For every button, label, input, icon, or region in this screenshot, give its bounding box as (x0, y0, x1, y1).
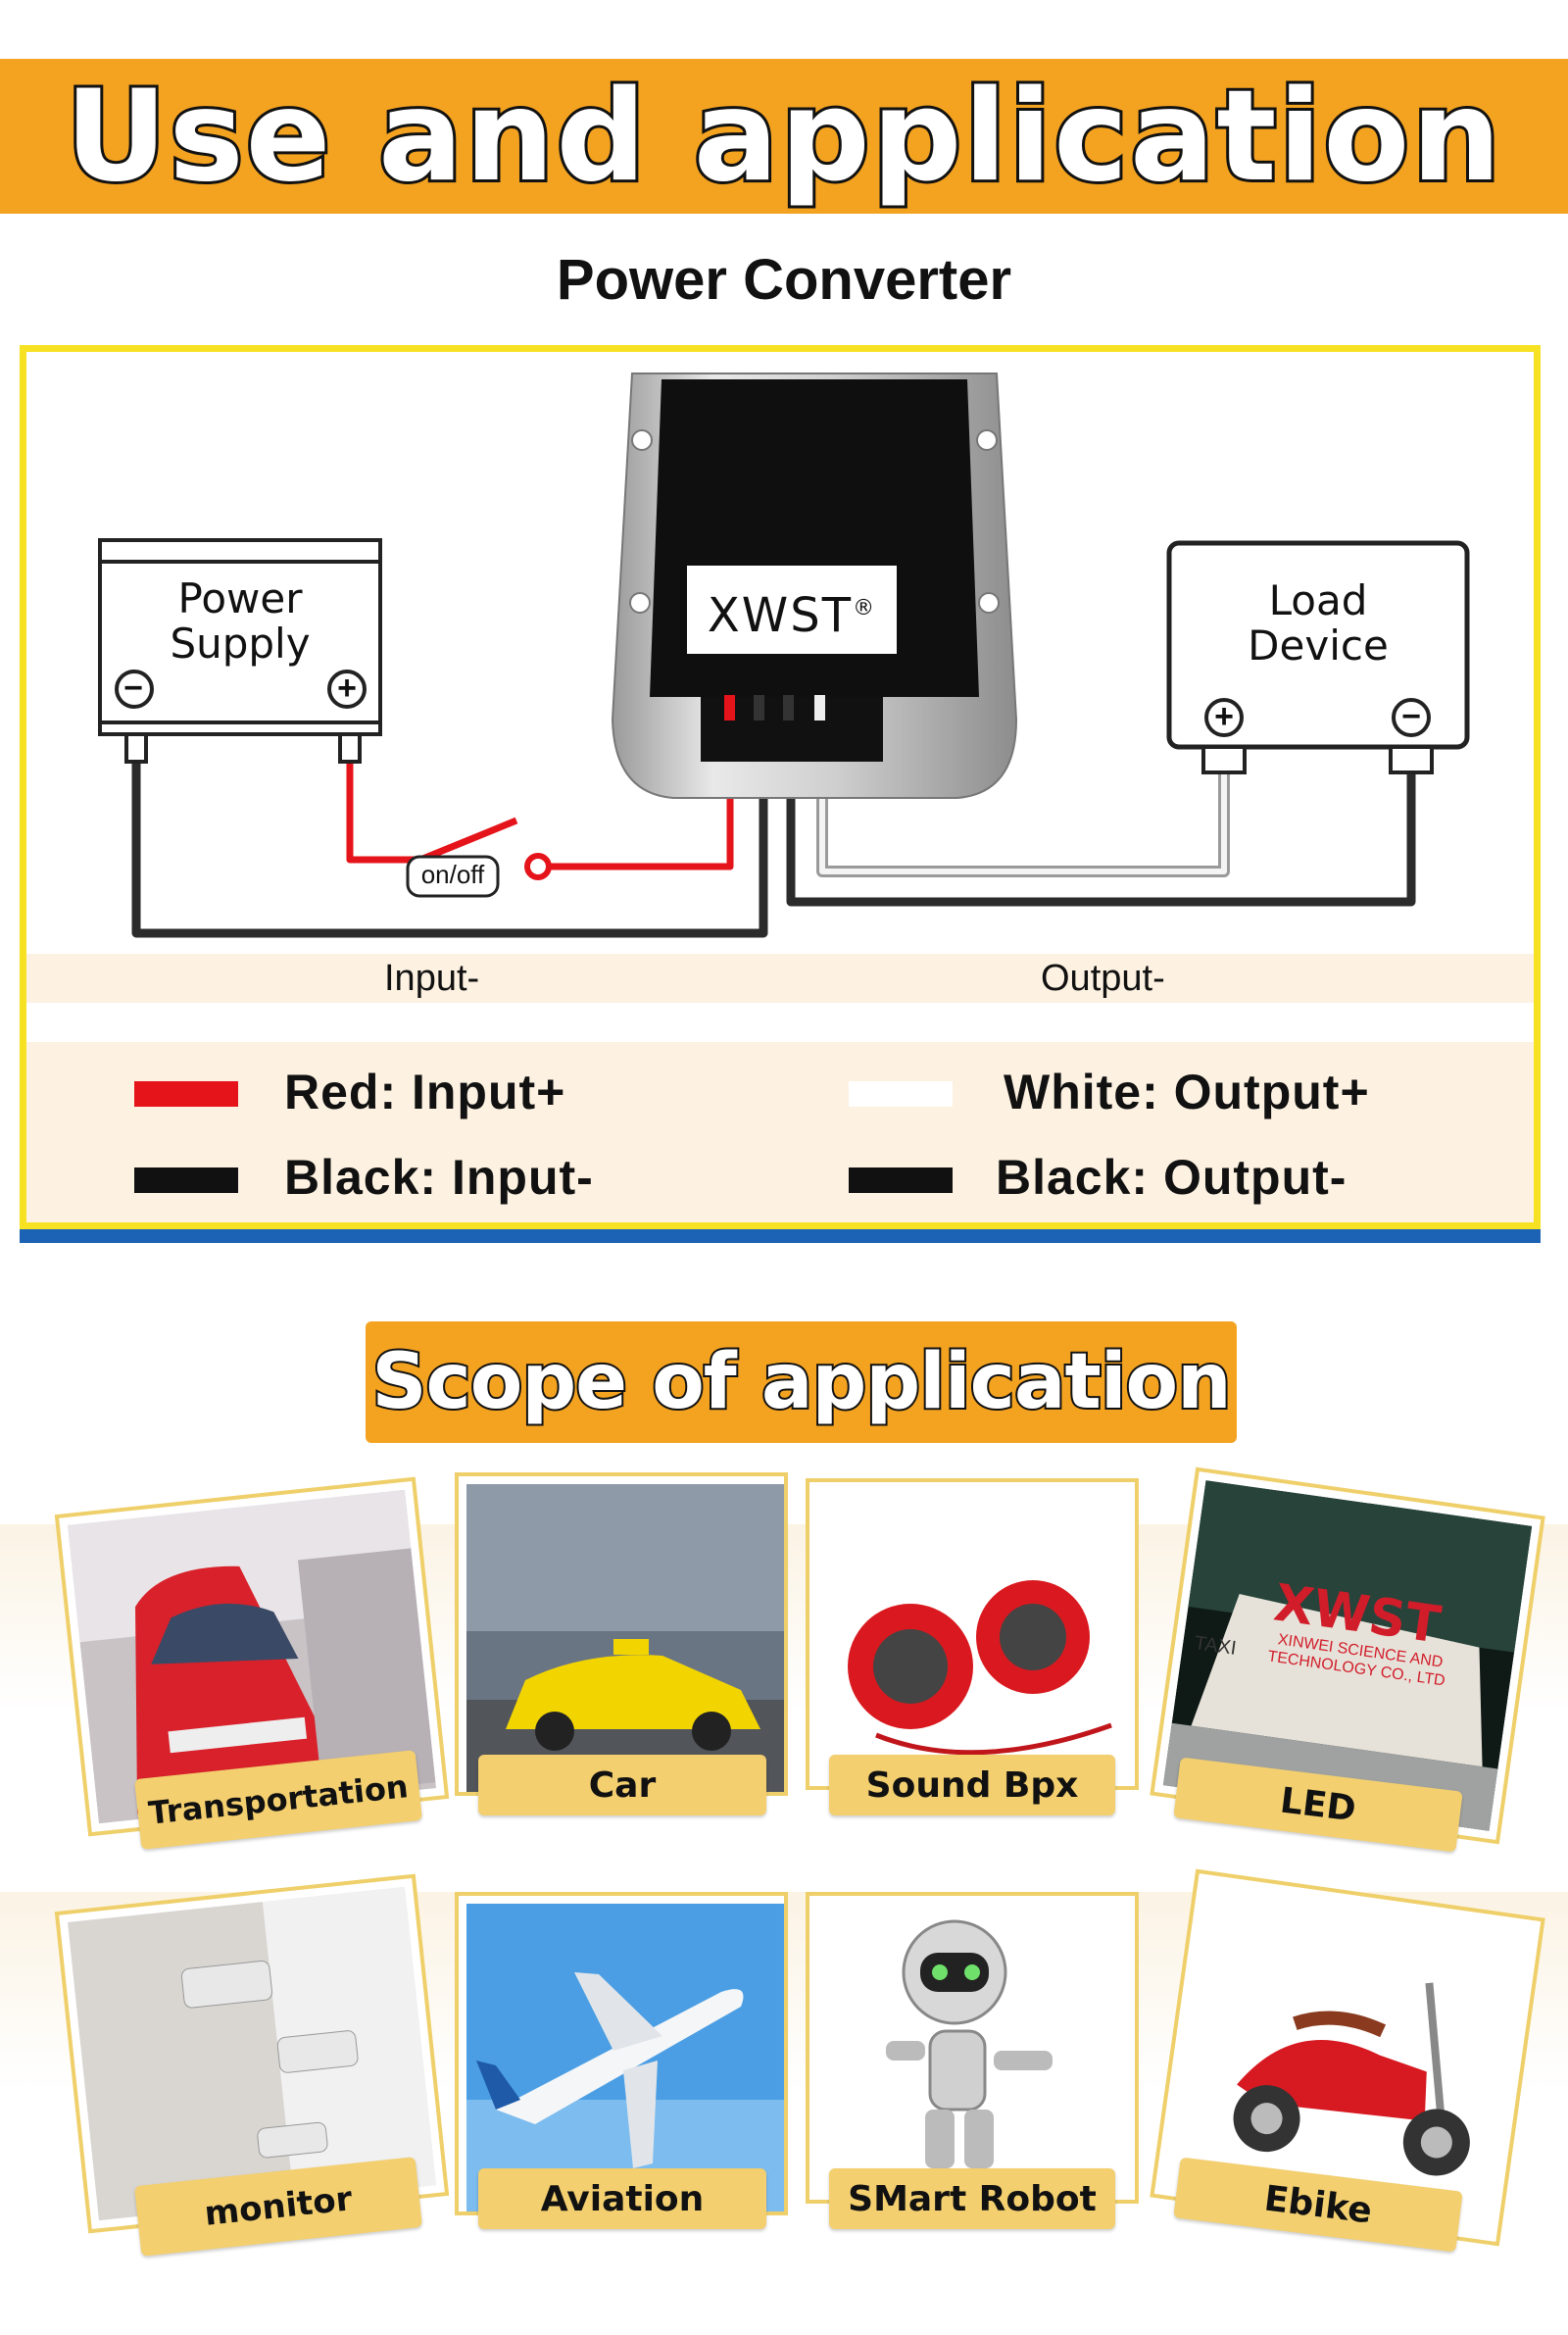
red-input-wire (346, 742, 420, 864)
robot-icon (817, 1904, 1135, 2200)
frame-bottom-bar (20, 1229, 1541, 1243)
tile-sound-box[interactable] (806, 1478, 1139, 1790)
black-output-wire (786, 715, 1416, 907)
page-title: Use and application (63, 61, 1504, 213)
converter-brand: XWST® (687, 588, 897, 643)
legend-swatch-black-input (134, 1168, 238, 1193)
power-supply-minus: − (123, 670, 143, 707)
wiring-diagram (98, 373, 1470, 938)
switch-label: on/off (420, 860, 485, 889)
input-label: Input- (384, 958, 480, 999)
tag-car: Car (478, 1755, 766, 1815)
legend-swatch-white (849, 1081, 953, 1107)
legend-black-output-minus: Black: Output- (996, 1150, 1348, 1205)
tag-sound-box: Sound Bpx (829, 1755, 1115, 1815)
tile-ebike[interactable] (1150, 1868, 1545, 2247)
switch-lever (418, 817, 518, 864)
converter-subtitle: Power Converter (556, 248, 1012, 312)
registered-mark: ® (853, 596, 877, 621)
tile-aviation[interactable] (455, 1892, 788, 2215)
legend-swatch-red (134, 1081, 238, 1107)
load-device-plus: + (1214, 698, 1234, 735)
speakers-icon (817, 1490, 1135, 1786)
scope-title: Scope of application (369, 1336, 1233, 1428)
load-device-label-line1: Load (1268, 576, 1368, 624)
output-label: Output- (1041, 958, 1165, 999)
tag-smart-robot: SMart Robot (829, 2168, 1115, 2229)
legend-red-input-plus: Red: Input+ (284, 1065, 566, 1119)
load-device (1166, 540, 1470, 774)
tile-transportation[interactable] (54, 1476, 450, 1837)
switch-label-box (406, 855, 500, 898)
load-device-minus: − (1401, 698, 1421, 735)
load-device-label-line2: Device (1248, 621, 1389, 670)
legend-swatch-black-output (849, 1168, 953, 1193)
taxi-car-icon (466, 1484, 784, 1792)
switch-contact (524, 853, 552, 880)
airplane-icon (466, 1904, 784, 2211)
legend-black-input-minus: Black: Input- (284, 1150, 594, 1205)
power-supply-label-line2: Supply (170, 620, 311, 668)
train-icon (67, 1489, 437, 1824)
load-device-label: Load Device (1169, 578, 1467, 669)
converter-module (611, 373, 1018, 799)
io-label-band (26, 954, 1534, 1003)
power-supply (98, 538, 382, 764)
scope-banner (366, 1321, 1237, 1443)
tile-smart-robot[interactable] (806, 1892, 1139, 2204)
tag-aviation: Aviation (478, 2168, 766, 2229)
security-camera-icon (67, 1886, 437, 2221)
tile-monitor[interactable] (54, 1873, 450, 2234)
legend-white-output-plus: White: Output+ (1004, 1065, 1370, 1119)
header-banner (0, 59, 1568, 214)
power-supply-label: Power Supply (100, 576, 380, 667)
scooter-icon (1162, 1882, 1533, 2233)
black-input-wire (131, 724, 768, 938)
tile-car[interactable] (455, 1472, 788, 1796)
legend-band (26, 1042, 1534, 1222)
power-supply-plus: + (337, 670, 357, 707)
power-supply-label-line1: Power (177, 574, 303, 622)
converter-brand-text: XWST (707, 588, 854, 643)
